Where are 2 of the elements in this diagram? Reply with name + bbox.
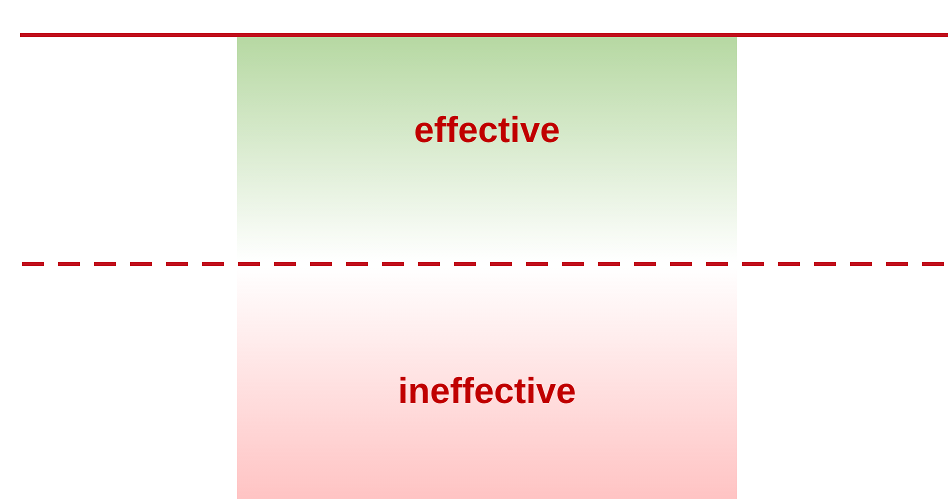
band-label: ineffective [398, 370, 576, 412]
band-label: effective [414, 108, 560, 150]
